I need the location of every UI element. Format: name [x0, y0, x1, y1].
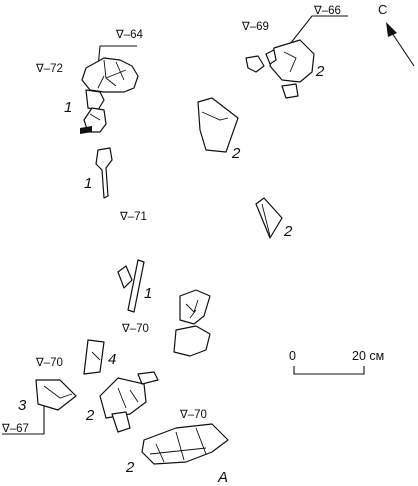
fragment-shape	[141, 423, 229, 465]
fragment-number: 2	[315, 63, 325, 80]
fragment-shape	[173, 325, 211, 357]
fragment-number: 2	[125, 459, 135, 476]
fragment-cluster-top-right	[245, 15, 348, 99]
fragment-shape	[197, 97, 239, 153]
depth-mark: ∇–66	[313, 5, 341, 17]
figure-letter: A	[217, 469, 228, 486]
fragment-shape	[179, 289, 211, 325]
fragment-shape	[117, 265, 133, 289]
depth-mark: ∇–70	[35, 357, 63, 369]
fragment-cluster-top-left	[80, 45, 139, 199]
scale-bar-end: 20 см	[352, 349, 384, 363]
depth-mark: ∇–64	[115, 29, 143, 41]
fragment-shape	[111, 411, 131, 433]
north-arrow-label: C	[378, 2, 387, 17]
north-arrow: C	[378, 2, 415, 67]
north-arrow-icon	[386, 22, 397, 37]
fragment-shape	[255, 197, 283, 239]
fragment-shape	[137, 371, 159, 385]
fragment-number: 1	[144, 285, 152, 302]
fragment-shape	[127, 259, 145, 313]
scale-bar: 0 20 см	[289, 349, 384, 375]
scale-bar-start: 0	[289, 349, 296, 363]
fragment-shape	[99, 377, 147, 419]
fragment-number: 1	[64, 99, 72, 116]
fragment-number: 4	[108, 351, 116, 368]
fragment-shape	[83, 339, 105, 375]
depth-mark: ∇–67	[1, 423, 29, 435]
depth-mark: ∇–72	[35, 63, 63, 75]
depth-mark: ∇–71	[119, 211, 147, 223]
fragment-number: 3	[18, 397, 27, 414]
depth-mark: ∇–70	[121, 323, 149, 335]
fragment-number: 2	[85, 407, 95, 424]
fragment-number: 2	[231, 145, 241, 162]
depth-mark: ∇–69	[241, 21, 269, 33]
fragment-number: 2	[283, 223, 293, 240]
depth-mark: ∇–70	[179, 409, 207, 421]
fragment-number: 1	[84, 175, 92, 192]
